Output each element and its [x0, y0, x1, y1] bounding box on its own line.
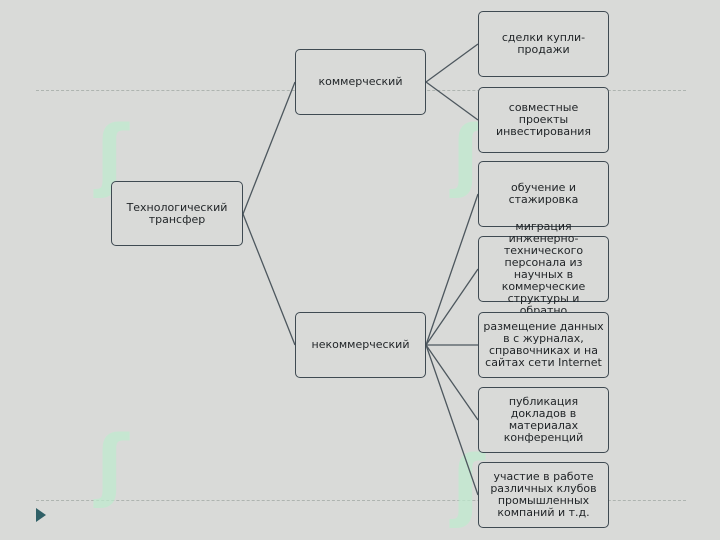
connector-root-commercial	[242, 81, 296, 215]
leaf-node-label: публикация докладов в материалах конфере…	[503, 395, 584, 444]
leaf-node-label: обучение и стажировка	[508, 181, 579, 206]
leaf-node: участие в работе различных клубов промыш…	[478, 462, 609, 528]
bottom-divider	[36, 500, 686, 501]
leaf-node: публикация докладов в материалах конфере…	[478, 387, 609, 453]
connector-root-noncommercial	[242, 213, 296, 346]
connector-noncommercial-4	[425, 344, 479, 421]
branch-node-commercial: коммерческий	[295, 49, 426, 115]
leaf-node: обучение и стажировка	[478, 161, 609, 227]
connector-noncommercial-1	[425, 193, 479, 346]
branch-node-label: коммерческий	[318, 75, 403, 88]
leaf-node-label: участие в работе различных клубов промыш…	[490, 470, 597, 519]
connector-noncommercial-5	[425, 344, 479, 496]
leaf-node: совместные проекты инвестирования	[478, 87, 609, 153]
leaf-node-label: размещение данных в с журналах, справочн…	[483, 320, 604, 369]
branch-node-label: некоммерческий	[311, 338, 410, 351]
connector-commercial-2	[425, 81, 479, 121]
leaf-node-label: сделки купли-продажи	[501, 31, 586, 56]
root-node-label: Технологический трансфер	[126, 200, 228, 226]
leaf-node: сделки купли-продажи	[478, 11, 609, 77]
connector-noncommercial-2	[425, 268, 479, 346]
leaf-node-label: миграция инженерно-технического персонал…	[501, 220, 586, 317]
branch-node-noncommercial: некоммерческий	[295, 312, 426, 378]
leaf-node: размещение данных в с журналах, справочн…	[478, 312, 609, 378]
leaf-node: миграция инженерно-технического персонал…	[478, 221, 609, 317]
watermark-logo-icon: ʃ	[96, 420, 129, 510]
leaf-node-label: совместные проекты инвестирования	[495, 101, 592, 138]
root-node: Технологический трансфер	[111, 181, 243, 246]
play-triangle-icon[interactable]	[36, 508, 46, 522]
connector-commercial-1	[425, 43, 479, 83]
